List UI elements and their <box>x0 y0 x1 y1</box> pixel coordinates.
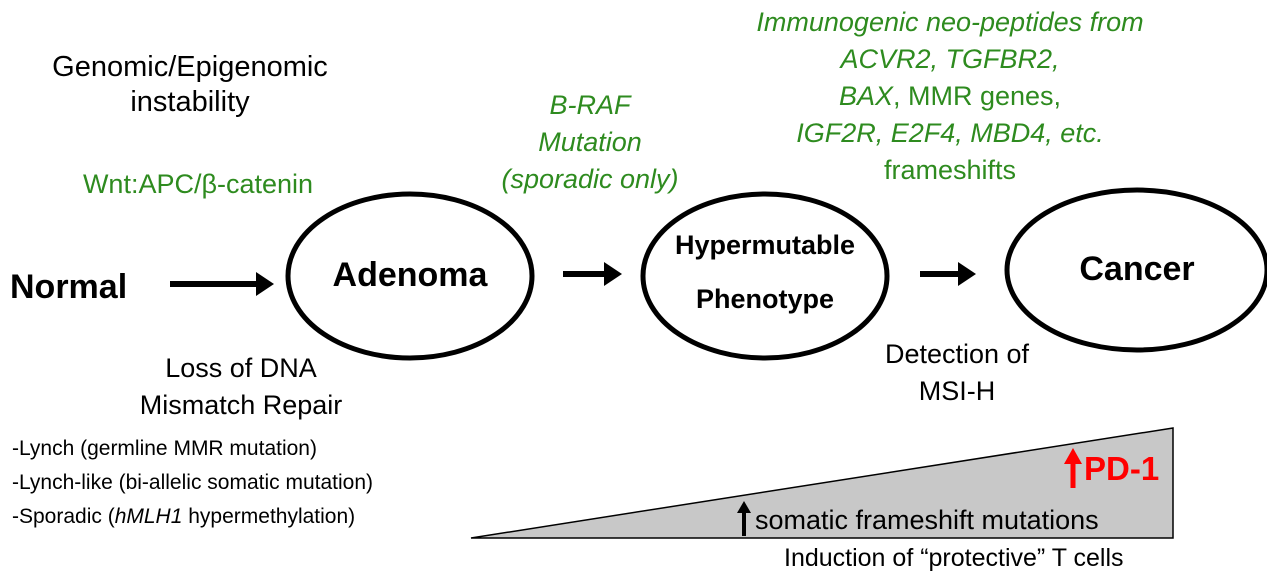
neo-line3: BAX, MMR genes, <box>756 83 1143 110</box>
detection-label: Detection of MSI-H <box>885 341 1029 405</box>
neo-line5: frameshifts <box>883 155 1017 185</box>
braf-line1: B-RAF <box>549 90 631 120</box>
neo-line3-italic: BAX <box>838 81 893 111</box>
genomic-line1: Genomic/Epigenomic <box>52 51 328 83</box>
adenoma-ellipse <box>285 191 535 361</box>
pd1-label: PD-1 <box>1084 450 1160 487</box>
up-arrow-icon <box>1064 448 1082 488</box>
sporadic-item: -Sporadic (hMLH1 hypermethylation) <box>12 506 355 527</box>
right-arrow-icon <box>920 262 976 286</box>
genomic-line2: instability <box>130 86 250 118</box>
hyper-line2: Phenotype <box>695 284 835 314</box>
braf-line2: Mutation <box>538 127 642 157</box>
loss-line2: Mismatch Repair <box>139 390 343 420</box>
genomic-instability-label: Genomic/Epigenomic instability <box>52 53 328 117</box>
loss-line1: Loss of DNA <box>165 353 317 383</box>
sporadic-pre: -Sporadic ( <box>12 505 115 528</box>
cancer-label: Cancer <box>1079 250 1195 288</box>
up-arrow-icon <box>737 501 751 536</box>
neo-line4: IGF2R, E2F4, MBD4, etc. <box>796 118 1104 148</box>
hyper-line1: Hypermutable <box>674 230 856 260</box>
neo-peptides-label: Immunogenic neo-peptides from ACVR2, TGF… <box>756 9 1143 184</box>
braf-line3: (sporadic only) <box>501 164 679 194</box>
sporadic-gene: hMLH1 <box>114 505 183 528</box>
normal-label: Normal <box>10 268 128 306</box>
detection-line1: Detection of <box>884 339 1030 369</box>
adenoma-label: Adenoma <box>332 256 488 294</box>
neo-line1: Immunogenic neo-peptides from <box>756 7 1144 37</box>
wnt-label: Wnt:APC/β-catenin <box>82 169 314 199</box>
braf-label: B-RAF Mutation (sporadic only) <box>501 92 678 193</box>
induction-label: Induction of “protective” T cells <box>784 544 1124 572</box>
detection-line2: MSI-H <box>918 376 996 406</box>
right-arrow-icon <box>170 272 274 296</box>
sporadic-post: hypermethylation) <box>182 505 356 528</box>
loss-mmr-label: Loss of DNA Mismatch Repair <box>140 355 343 419</box>
lynch-item: -Lynch (germline MMR mutation) <box>12 437 317 460</box>
cancer-ellipse <box>1004 187 1267 353</box>
somatic-label: somatic frameshift mutations <box>755 505 1099 535</box>
right-arrow-icon <box>563 262 622 286</box>
neo-line3-rest: , MMR genes, <box>892 81 1062 111</box>
lynch-like-item: -Lynch-like (bi-allelic somatic mutation… <box>12 471 373 494</box>
hypermutable-label: Hypermutable Phenotype <box>675 232 855 313</box>
hypermutable-ellipse <box>640 191 890 361</box>
gradient-triangle <box>470 427 1174 539</box>
neo-line2: ACVR2, TGFBR2, <box>840 44 1060 74</box>
